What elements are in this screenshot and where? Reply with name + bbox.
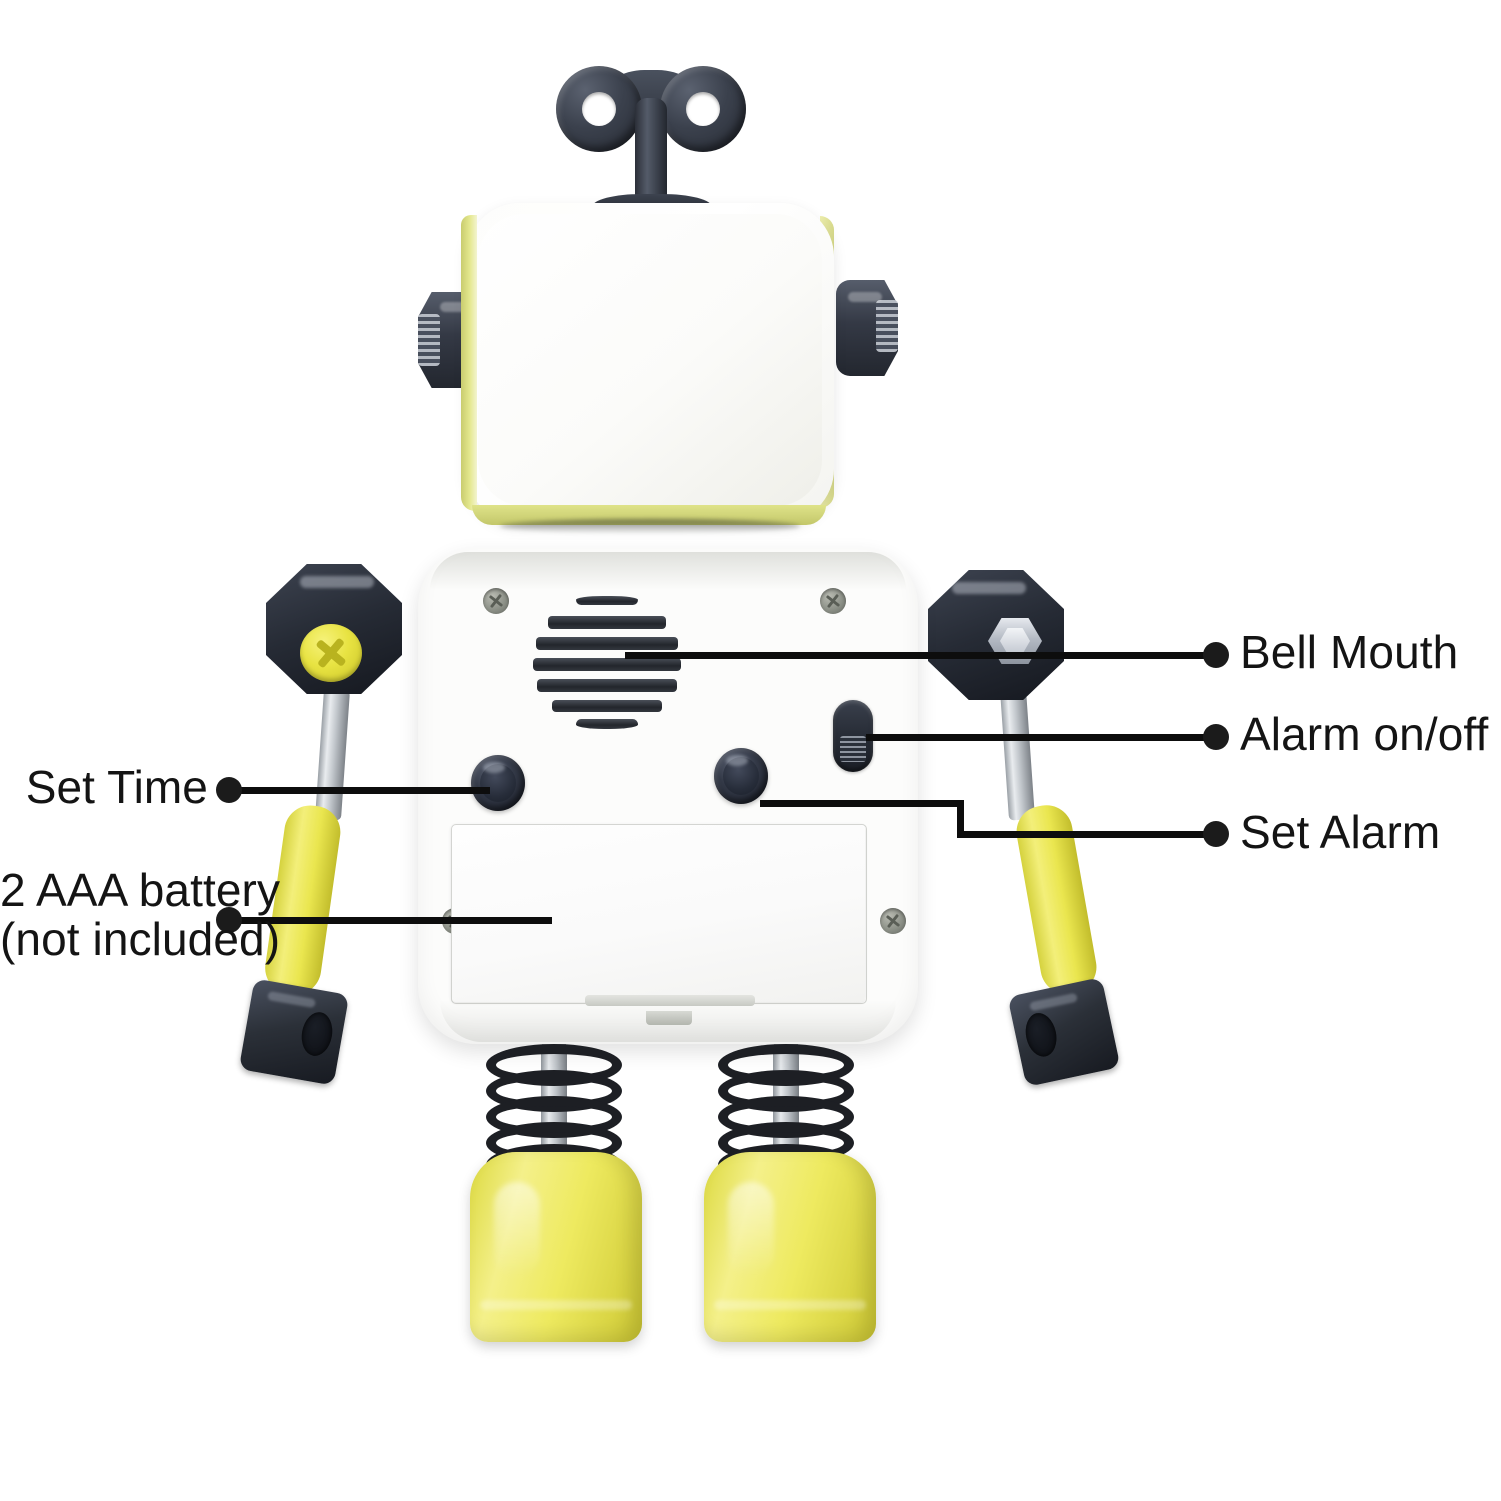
neck-shadow [500,519,800,533]
right-ear-knurl [876,300,898,352]
left-ear-highlight [440,302,474,312]
left-hand-highlight [267,990,317,1009]
knob-face [723,757,759,795]
left-hand-hole [298,1009,336,1059]
head-back-panel [478,214,822,506]
grille-slot [548,616,666,629]
left-ear-knurl [418,314,440,366]
right-shoulder-highlight [952,582,1026,594]
left-shoulder-highlight [300,576,374,588]
battery-door-tab[interactable] [646,1011,692,1025]
key-hole-right [686,92,720,126]
grille-slot [537,679,677,692]
right-upper-arm-rod [1000,689,1036,821]
bell-mouth-speaker-grille [533,592,681,734]
set-time-label: Set Time [25,761,208,813]
right-ear-highlight [848,292,882,302]
alarm-on-off-label: Alarm on/off [1240,708,1489,760]
torso-screw-top-right [820,588,846,614]
knob-highlight [726,755,748,766]
set-time-dot [216,777,242,803]
left-hand [238,978,350,1086]
aaa-battery-leader-line [232,917,552,924]
left-foot-highlight [494,1182,540,1278]
set-alarm-knob[interactable] [709,743,773,809]
set-time-knob[interactable] [466,750,530,816]
right-hand-hole [1021,1010,1061,1060]
right-hand-highlight [1029,992,1078,1012]
wind-up-key [556,62,746,220]
set-alarm-label: Set Alarm [1240,806,1441,858]
aaa-battery-dot [216,907,242,933]
set-alarm-leader-elbow [957,800,964,838]
left-upper-arm-rod [314,689,350,821]
bell-mouth-leader-line [625,652,1217,659]
left-foot [470,1152,642,1342]
bell-mouth-dot [1203,642,1229,668]
set-alarm-leader-seg2 [957,831,1217,838]
torso-bottom-shading [440,1000,896,1042]
head-edge-left [461,215,477,511]
right-foot-band [714,1300,866,1310]
key-stem [635,98,667,208]
grille-slot [533,658,681,671]
battery-door-outline [451,824,867,1004]
aaa-battery-label: 2 AAA battery (not included) [0,864,281,965]
bell-mouth-label: Bell Mouth [1240,626,1459,678]
left-foot-band [480,1300,632,1310]
left-shoulder-yellow-screw [300,624,362,682]
key-hole-left [582,92,616,126]
grille-slot [536,637,678,650]
set-alarm-dot [1203,821,1229,847]
grille-slot [576,596,638,605]
slider-grip-ridges [840,736,866,762]
alarm-on-off-dot [1203,724,1229,750]
battery-compartment-door[interactable] [451,824,865,1002]
alarm-on-off-leader-line [866,734,1217,741]
torso-screw-bottom-right [880,908,906,934]
right-hand [1007,977,1121,1087]
knob-face [480,764,516,802]
torso-screw-top-left [483,588,509,614]
knob-highlight [483,762,505,773]
grille-slot [576,719,638,729]
set-time-leader-line [232,787,490,794]
battery-door-latch[interactable] [585,995,755,1006]
torso-top-shading [430,552,906,590]
grille-slot [552,700,662,712]
right-foot-highlight [728,1182,774,1278]
right-foot [704,1152,876,1342]
set-alarm-leader-seg1 [760,800,964,807]
